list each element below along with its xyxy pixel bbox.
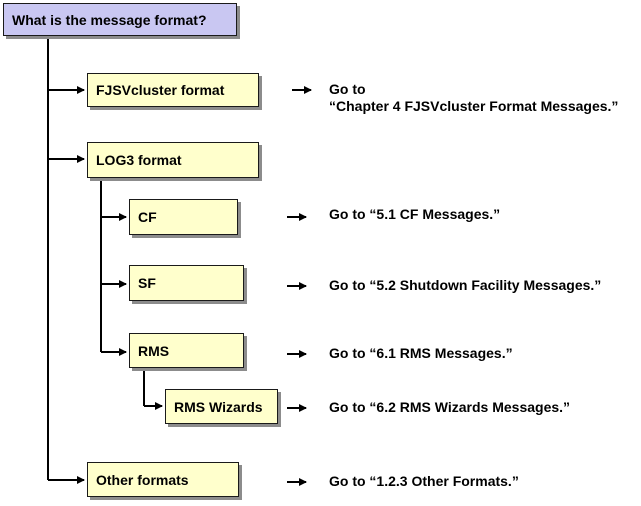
- root-question-label: What is the message format?: [12, 11, 207, 28]
- other-formats-box: Other formats: [87, 462, 239, 497]
- cf-label: CF: [138, 209, 157, 225]
- goto-fjsvcluster-line1: Go to: [329, 81, 366, 97]
- sf-box: SF: [129, 265, 244, 301]
- rms-wizards-label: RMS Wizards: [174, 398, 263, 415]
- sf-label: SF: [138, 275, 156, 291]
- fjsvcluster-format-label: FJSVcluster format: [96, 82, 225, 98]
- goto-other-formats-text: Go to “1.2.3 Other Formats.”: [329, 473, 519, 489]
- log3-format-label: LOG3 format: [96, 152, 182, 168]
- goto-fjsvcluster-text: Go to “Chapter 4 FJSVcluster Format Mess…: [329, 81, 618, 115]
- goto-rms-wizards-text: Go to “6.2 RMS Wizards Messages.”: [329, 399, 571, 415]
- log3-format-box: LOG3 format: [87, 142, 259, 178]
- other-formats-label: Other formats: [96, 471, 189, 488]
- rms-wizards-box: RMS Wizards: [165, 389, 278, 424]
- root-question-box: What is the message format?: [3, 3, 237, 36]
- rms-box: RMS: [129, 333, 244, 368]
- rms-label: RMS: [138, 342, 170, 359]
- cf-box: CF: [129, 199, 238, 235]
- fjsvcluster-format-box: FJSVcluster format: [87, 73, 259, 107]
- goto-sf-text: Go to “5.2 Shutdown Facility Messages.”: [329, 277, 602, 293]
- goto-fjsvcluster-line2: “Chapter 4 FJSVcluster Format Messages.”: [329, 98, 619, 114]
- goto-cf-text: Go to “5.1 CF Messages.”: [329, 206, 501, 222]
- goto-rms-text: Go to “6.1 RMS Messages.”: [329, 345, 513, 361]
